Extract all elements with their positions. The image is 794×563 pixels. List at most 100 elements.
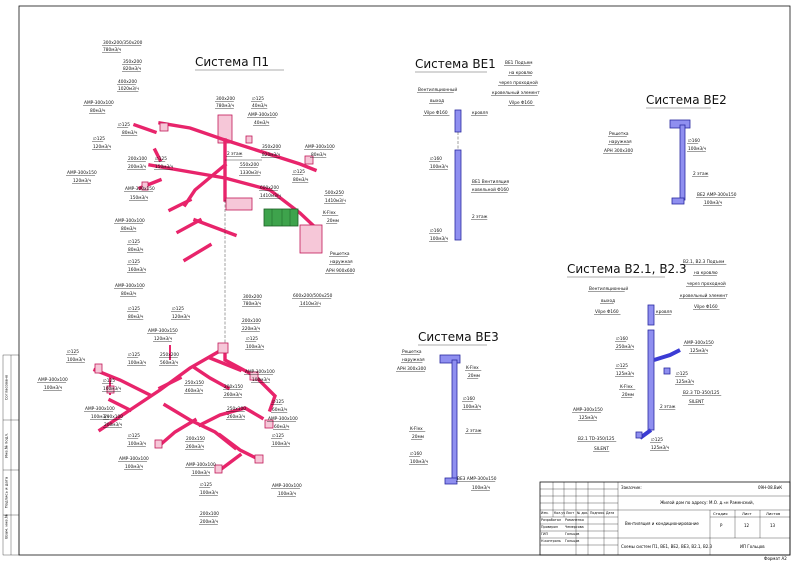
p1-lower-labels-23: 460м3/ч: [185, 388, 204, 394]
v21-labels-25: SILENT: [594, 446, 609, 452]
v21-labels-17: K-Flex: [620, 384, 633, 390]
p1-labels-15: 150м3/ч: [155, 164, 174, 170]
p1-labels-14: ∅125: [155, 156, 167, 162]
ve1-labels-14: ∅160: [430, 228, 442, 234]
tb-col-4: Подпись: [590, 511, 605, 515]
p1-labels-48: 1410м3/ч: [325, 198, 346, 204]
p1-labels-45: 600х200: [260, 185, 279, 191]
p1-lower-labels-24: 200х150: [224, 384, 243, 390]
p1-labels-43: ∅125: [293, 169, 305, 175]
ve1-labels-10: 100м3/ч: [430, 164, 449, 170]
p1-labels-52: наружная: [330, 260, 353, 265]
p1-labels-12: 200х100: [128, 156, 147, 162]
p1-labels-55: 1410м3/ч: [300, 301, 321, 307]
p1-lower-labels-11: 100м3/ч: [67, 357, 86, 363]
p1-lower-labels-29: 100м3/ч: [91, 414, 110, 420]
tb-org: ИП Гольцов: [740, 544, 765, 549]
p1-lower-labels-0: 300х200: [243, 294, 262, 300]
tb-sheet-name: Схемы систем П1, ВЕ1, ВЕ2, ВЕ3, В2.1, В2…: [621, 544, 713, 549]
system-p1-upper-ducts: [132, 114, 323, 350]
tb-col-5: Дата: [606, 511, 615, 515]
tb-customer-label: Заказчик:: [621, 485, 642, 490]
ve3-labels-9: 2 этаж: [466, 428, 482, 434]
p1-labels-39: 80м3/ч: [311, 152, 327, 158]
ve2-labels-2: АРН 300х300: [604, 148, 633, 154]
p1-lower-labels-20: ∅125: [103, 378, 115, 384]
p1-lower-labels-40: ∅125: [272, 433, 284, 439]
v21-labels-16: 125м3/ч: [676, 379, 695, 385]
p1-labels-5: 1020м3/ч: [118, 86, 139, 92]
v21-labels-2: через проходной: [687, 280, 726, 287]
annotation-labels: 300х200/350х200780м3/ч350х200820м3/ч400х…: [37, 40, 737, 525]
stamp-approved: Согласовано: [3, 374, 9, 401]
p1-lower-labels-51: 200м3/ч: [200, 519, 219, 525]
p1-lower-labels-16: АМР-300х100: [245, 369, 275, 375]
p1-labels-6: АМР-300х100: [84, 100, 114, 106]
p1-labels-30: 300х200: [216, 96, 235, 102]
p1-lower-labels-8: ∅125: [246, 336, 258, 342]
p1-lower-labels-48: АМР-300х100: [272, 483, 302, 489]
p1-labels-16: АМР-300х150: [67, 170, 97, 176]
ve2-labels-6: ВЕ2 АМР-300х150: [697, 192, 737, 198]
ve2-labels-0: Решетка: [609, 131, 629, 137]
system-p1-lower-ducts: [92, 342, 277, 474]
p1-lower-labels-14: 250х200: [160, 352, 179, 358]
p1-labels-27: 80м3/ч: [121, 291, 137, 297]
p1-lower-labels-7: 120м3/ч: [154, 336, 173, 342]
tb-stage: Р: [720, 523, 723, 528]
v21-labels-7: Vilpe Φ160: [595, 309, 619, 315]
title-v21: Система В2.1, В2.3: [567, 262, 687, 276]
p1-lower-labels-34: АМР-300х100: [268, 416, 298, 422]
v21-labels-10: 250м3/ч: [616, 344, 635, 350]
p1-lower-labels-2: ∅125: [172, 306, 184, 312]
p1-labels-31: 780м3/ч: [216, 103, 235, 109]
ve1-labels-9: ∅160: [430, 156, 442, 162]
v21-labels-15: ∅125: [676, 371, 688, 377]
p1-labels-34: АМР-300х100: [248, 112, 278, 118]
tb-format: Формат А2: [764, 556, 787, 561]
ve1-labels-3: кровельный элемент: [492, 89, 540, 96]
ve3-labels-5: ∅160: [463, 396, 475, 402]
p1-labels-36: 350х200: [262, 144, 281, 150]
p1-labels-29: 80м3/ч: [128, 314, 144, 320]
p1-lower-labels-17: 100м3/ч: [252, 377, 271, 383]
p1-lower-labels-19: 100м3/ч: [44, 385, 63, 391]
p1-labels-46: 1410м3/ч: [260, 193, 281, 199]
tb-sheet-header: Лист: [742, 511, 752, 516]
tb-role-2: ГИП: [541, 532, 548, 536]
p1-lower-labels-18: АМР-300х100: [38, 377, 68, 383]
p1-lower-labels-28: АМР-300х100: [85, 406, 115, 412]
p1-lower-labels-38: 200х150: [186, 436, 205, 442]
p1-lower-labels-6: АМР-300х150: [148, 328, 178, 334]
p1-lower-labels-22: 250х150: [185, 380, 204, 386]
tb-sheet: 12: [744, 523, 750, 528]
v21-labels-3: кровельный элемент: [680, 292, 728, 299]
ve2-labels-4: 100м3/ч: [688, 146, 707, 152]
p1-labels-50: 20мм: [327, 218, 339, 224]
ve1-labels-13: 2 этаж: [472, 214, 488, 220]
p1-lower-labels-25: 260м3/ч: [224, 392, 243, 398]
p1-lower-labels-32: 250х100: [227, 406, 246, 412]
tb-role-3: Н.контроль: [541, 539, 561, 543]
p1-labels-25: 160м3/ч: [128, 267, 147, 273]
p1-lower-labels-4: 200х100: [242, 318, 261, 324]
p1-labels-41: 550х200: [240, 162, 259, 168]
p1-labels-0: 300х200/350х200: [103, 40, 143, 46]
tb-doc-code: 09Н-08.ВиК: [758, 485, 783, 490]
p1-labels-21: 80м3/ч: [121, 226, 137, 232]
system-ve3-ducts: [439, 354, 461, 485]
v21-labels-21: 2 этаж: [660, 404, 676, 410]
p1-lower-labels-30: 200х100: [104, 414, 123, 420]
p1-labels-24: ∅125: [128, 259, 140, 265]
p1-labels-7: 80м3/ч: [90, 108, 106, 114]
tb-name-0: Романенко: [565, 518, 584, 522]
ve3-labels-7: K-Flex: [410, 426, 423, 432]
p1-lower-labels-44: АМР-300х100: [186, 462, 216, 468]
ve1-labels-0: ВЕ1 Подъем: [505, 60, 533, 66]
v21-labels-22: АМР-300х150: [573, 407, 603, 413]
v21-labels-19: В2.3 TD-350/125: [683, 390, 720, 396]
stamp-signature-date: Подпись и дата: [3, 476, 9, 509]
p1-labels-2: 350х200: [123, 59, 142, 65]
